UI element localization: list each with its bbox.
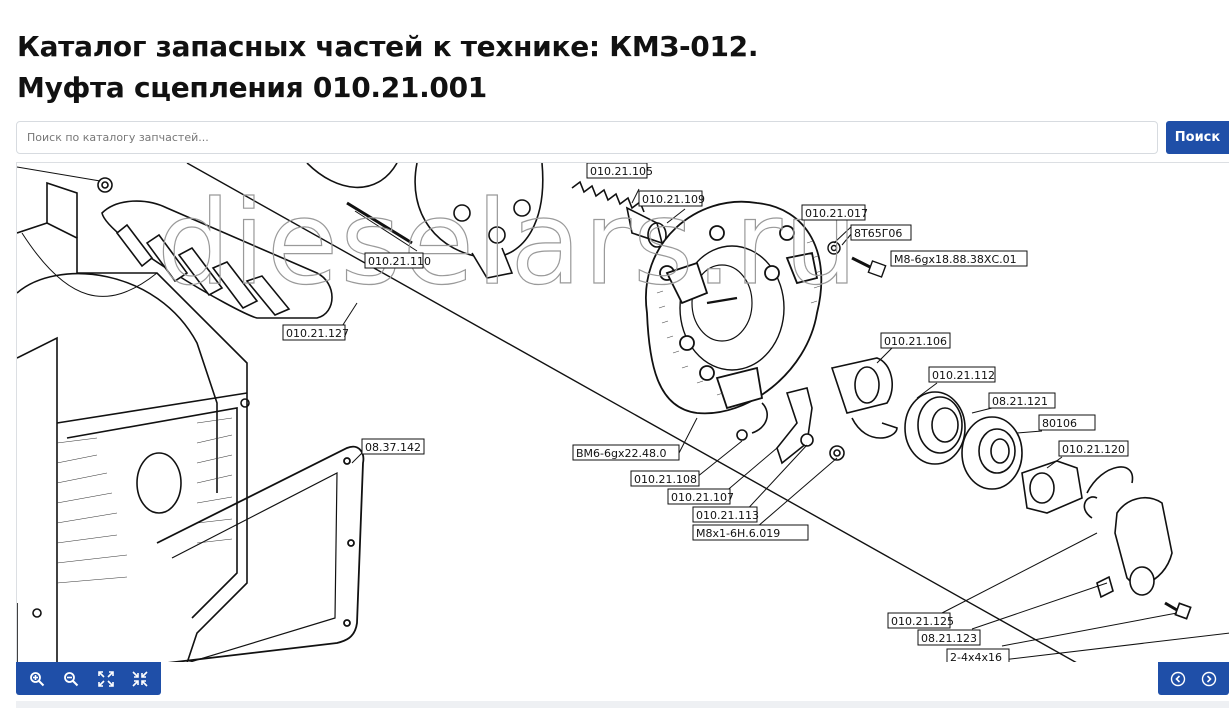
part-label-box <box>692 506 758 523</box>
part-label-text: 010.21.108 <box>634 473 697 486</box>
part-label-text: М8х1-6Н.6.019 <box>696 527 780 540</box>
navigation-toolbar <box>1158 662 1229 695</box>
part-label-text: 010.21.113 <box>696 509 759 522</box>
gasket-08-37-142 <box>156 445 365 662</box>
part-label-text: 010.21.109 <box>642 193 705 206</box>
chevron-left-icon <box>1170 671 1185 686</box>
prev-button[interactable] <box>1166 665 1190 693</box>
part-label-l11[interactable]: 80106 <box>1038 414 1096 431</box>
next-button[interactable] <box>1198 665 1222 693</box>
zoom-in-button[interactable] <box>24 665 50 693</box>
part-label-box <box>630 470 700 487</box>
part-label-box <box>364 252 424 269</box>
part-label-l5[interactable]: М8-6gx18.88.38ХС.01 <box>890 250 1028 267</box>
part-label-box <box>638 190 703 207</box>
part-label-box <box>572 444 680 461</box>
exit-fullscreen-button[interactable] <box>127 665 153 693</box>
part-label-l7[interactable]: 010.21.127 <box>282 324 349 341</box>
part-label-box <box>692 524 809 541</box>
parts-diagram: dieselars.ru 010.21.105010.21.109010.21.… <box>17 163 1229 662</box>
part-label-box <box>667 488 731 505</box>
assembly-axis-line-lower <box>17 166 113 184</box>
part-label-box <box>801 204 866 221</box>
part-label-text: 010.21.017 <box>805 207 868 220</box>
release-bearing-parts <box>830 357 1134 514</box>
part-label-box <box>988 392 1056 409</box>
part-label-text: 08.37.142 <box>365 441 421 454</box>
part-label-l8[interactable]: 010.21.106 <box>880 332 951 349</box>
part-label-l20[interactable]: 08.21.123 <box>917 629 981 646</box>
part-label-l2[interactable]: 010.21.109 <box>638 190 705 207</box>
part-label-text: 80106 <box>1042 417 1077 430</box>
part-label-box <box>928 366 996 383</box>
zoom-in-icon <box>30 671 45 686</box>
louvered-cover <box>97 177 333 319</box>
page-title-line-2: Муфта сцепления 010.21.001 <box>17 71 487 104</box>
part-label-l17[interactable]: 010.21.113 <box>692 506 759 523</box>
part-label-l4[interactable]: 8Т65Г06 <box>850 224 912 241</box>
part-label-l19[interactable]: 010.21.125 <box>887 612 954 629</box>
small-fasteners <box>827 241 887 278</box>
zoom-out-icon <box>64 671 79 686</box>
release-fork <box>1083 496 1192 620</box>
part-label-box <box>946 648 1010 662</box>
clutch-disc-assembly <box>645 200 823 415</box>
part-label-text: ВМ6-6gx22.48.0 <box>576 447 666 460</box>
part-label-l15[interactable]: 010.21.108 <box>630 470 700 487</box>
housing-shading <box>56 417 233 584</box>
part-label-box <box>1058 440 1129 457</box>
fullscreen-button[interactable] <box>93 665 119 693</box>
page-title: Каталог запасных частей к технике: КМЗ-0… <box>17 26 758 108</box>
part-label-l18[interactable]: М8х1-6Н.6.019 <box>692 524 809 541</box>
part-label-text: 08.21.121 <box>992 395 1048 408</box>
part-label-box <box>890 250 1028 267</box>
part-label-l16[interactable]: 010.21.107 <box>667 488 734 505</box>
part-label-text: 010.21.125 <box>891 615 954 628</box>
expand-icon <box>97 670 114 687</box>
part-label-l1[interactable]: 010.21.105 <box>586 163 653 179</box>
part-label-text: 010.21.112 <box>932 369 995 382</box>
part-labels: 010.21.105 010.21.109 010.21.017 8Т65Г06М8-… <box>282 163 1129 662</box>
part-label-text: 08.21.123 <box>921 632 977 645</box>
part-label-l14[interactable]: ВМ6-6gx22.48.0 <box>572 444 680 461</box>
part-label-l9[interactable]: 010.21.112 <box>928 366 996 383</box>
part-label-box <box>586 163 648 179</box>
part-label-box <box>1038 414 1096 431</box>
chevron-right-icon <box>1202 671 1217 686</box>
part-label-l6[interactable]: 010.21.110 <box>364 252 431 269</box>
part-label-box <box>282 324 346 341</box>
watermark-text: dieselars.ru <box>157 176 860 311</box>
part-label-box <box>917 629 981 646</box>
pressure-plate <box>306 163 544 279</box>
part-label-text: 010.21.120 <box>1062 443 1125 456</box>
part-label-text: 010.21.105 <box>590 165 653 178</box>
part-label-text: 8Т65Г06 <box>854 227 902 240</box>
part-label-l3[interactable]: 010.21.017 <box>801 204 868 221</box>
collapse-icon <box>132 670 148 687</box>
search-input[interactable] <box>16 121 1158 154</box>
part-label-text: 2-4х4х16 <box>950 651 1002 662</box>
part-label-l13[interactable]: 08.37.142 <box>361 438 425 455</box>
part-label-text: 010.21.107 <box>671 491 734 504</box>
part-label-l21[interactable]: 2-4х4х16 <box>946 648 1010 662</box>
part-label-box <box>850 224 912 241</box>
part-label-text: 010.21.110 <box>368 255 431 268</box>
part-label-box <box>880 332 951 349</box>
bottom-scroll-area <box>16 701 1229 708</box>
part-label-box <box>887 612 951 629</box>
search-button[interactable]: Поиск <box>1166 121 1229 154</box>
part-label-box <box>361 438 425 455</box>
assembly-axis-line <box>186 163 1077 662</box>
part-label-l12[interactable]: 010.21.120 <box>1058 440 1129 457</box>
disc-shading <box>656 240 822 396</box>
part-label-text: 010.21.106 <box>884 335 947 348</box>
zoom-out-button[interactable] <box>58 665 84 693</box>
zoom-toolbar <box>16 662 161 695</box>
part-label-l10[interactable]: 08.21.121 <box>988 392 1056 409</box>
part-label-text: 010.21.127 <box>286 327 349 340</box>
part-label-text: М8-6gx18.88.38ХС.01 <box>894 253 1017 266</box>
page-title-line-1: Каталог запасных частей к технике: КМЗ-0… <box>17 30 759 63</box>
release-lever <box>736 387 845 465</box>
